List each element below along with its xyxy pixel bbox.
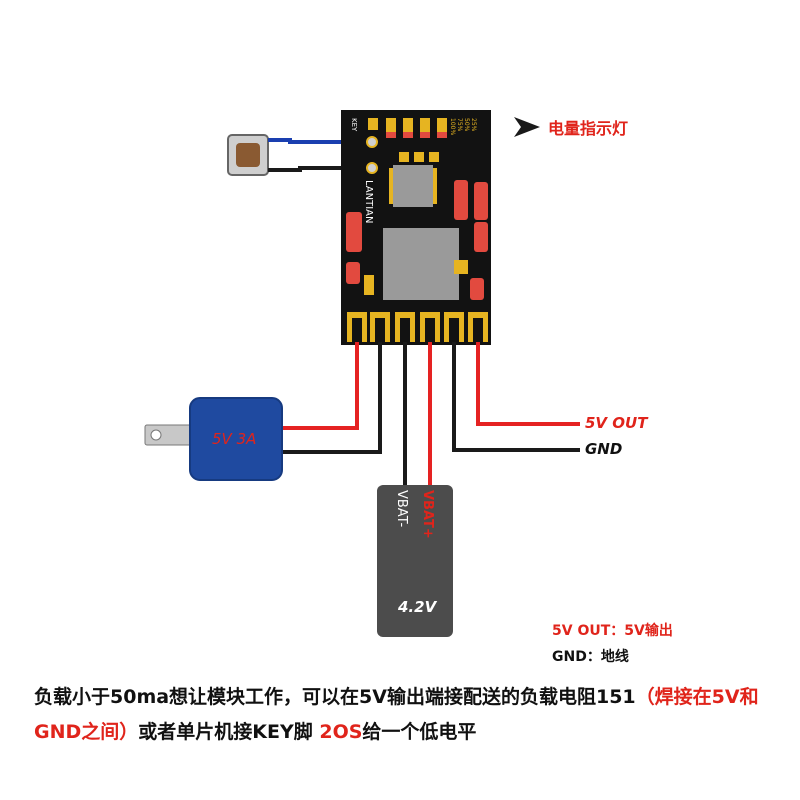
notes-part5: 给一个低电平 xyxy=(362,721,477,743)
level-50: 50% xyxy=(463,118,470,132)
battery-pos-label: VBAT+ xyxy=(420,490,435,539)
notes-part2: （焊接在5V和GND之间） xyxy=(34,686,759,743)
power-adapter xyxy=(144,397,283,481)
battery-voltage-label: 4.2V xyxy=(398,598,437,616)
brand-label: LANTIAN xyxy=(363,180,374,224)
battery xyxy=(377,485,453,637)
key-pin-label: KEY xyxy=(350,118,358,132)
solder-pads xyxy=(347,312,488,342)
indicator-leds xyxy=(386,118,447,162)
key-wire xyxy=(268,138,366,144)
ic-chip xyxy=(393,165,433,207)
legend-vout: 5V OUT：5V输出 xyxy=(552,623,673,639)
vout-label: 5V OUT xyxy=(585,414,648,432)
level-25: 25% xyxy=(470,118,477,132)
battery-neg-label: VBAT- xyxy=(394,490,409,528)
notes-part4: 2OS xyxy=(319,721,363,743)
push-button xyxy=(227,134,269,176)
level-75: 75% xyxy=(456,118,463,132)
gnd-label: GND xyxy=(585,440,623,458)
button-gnd-wire xyxy=(268,166,366,172)
indicator-label: 电量指示灯 xyxy=(548,119,629,138)
gnd-wire xyxy=(452,342,580,452)
inductor xyxy=(383,228,459,300)
level-100: 100% xyxy=(449,118,456,135)
pcb-board: KEY LANTIAN 25% 50% 75% 100% xyxy=(341,110,491,345)
notes-paragraph: 负载小于50ma想让模块工作，可以在5V输出端接配送的负载电阻151（焊接在5V… xyxy=(34,680,784,750)
notes-part1: 负载小于50ma想让模块工作，可以在5V输出端接配送的负载电阻151 xyxy=(34,686,636,708)
adapter-label: 5V 3A xyxy=(212,430,257,448)
vout-wire xyxy=(476,342,580,426)
adapter-negative-wire xyxy=(280,342,382,454)
adapter-positive-wire xyxy=(280,342,359,430)
legend-gnd: GND：地线 xyxy=(552,649,629,665)
notes-part3: 或者单片机接KEY脚 xyxy=(138,721,320,743)
arrow-icon xyxy=(514,117,540,137)
